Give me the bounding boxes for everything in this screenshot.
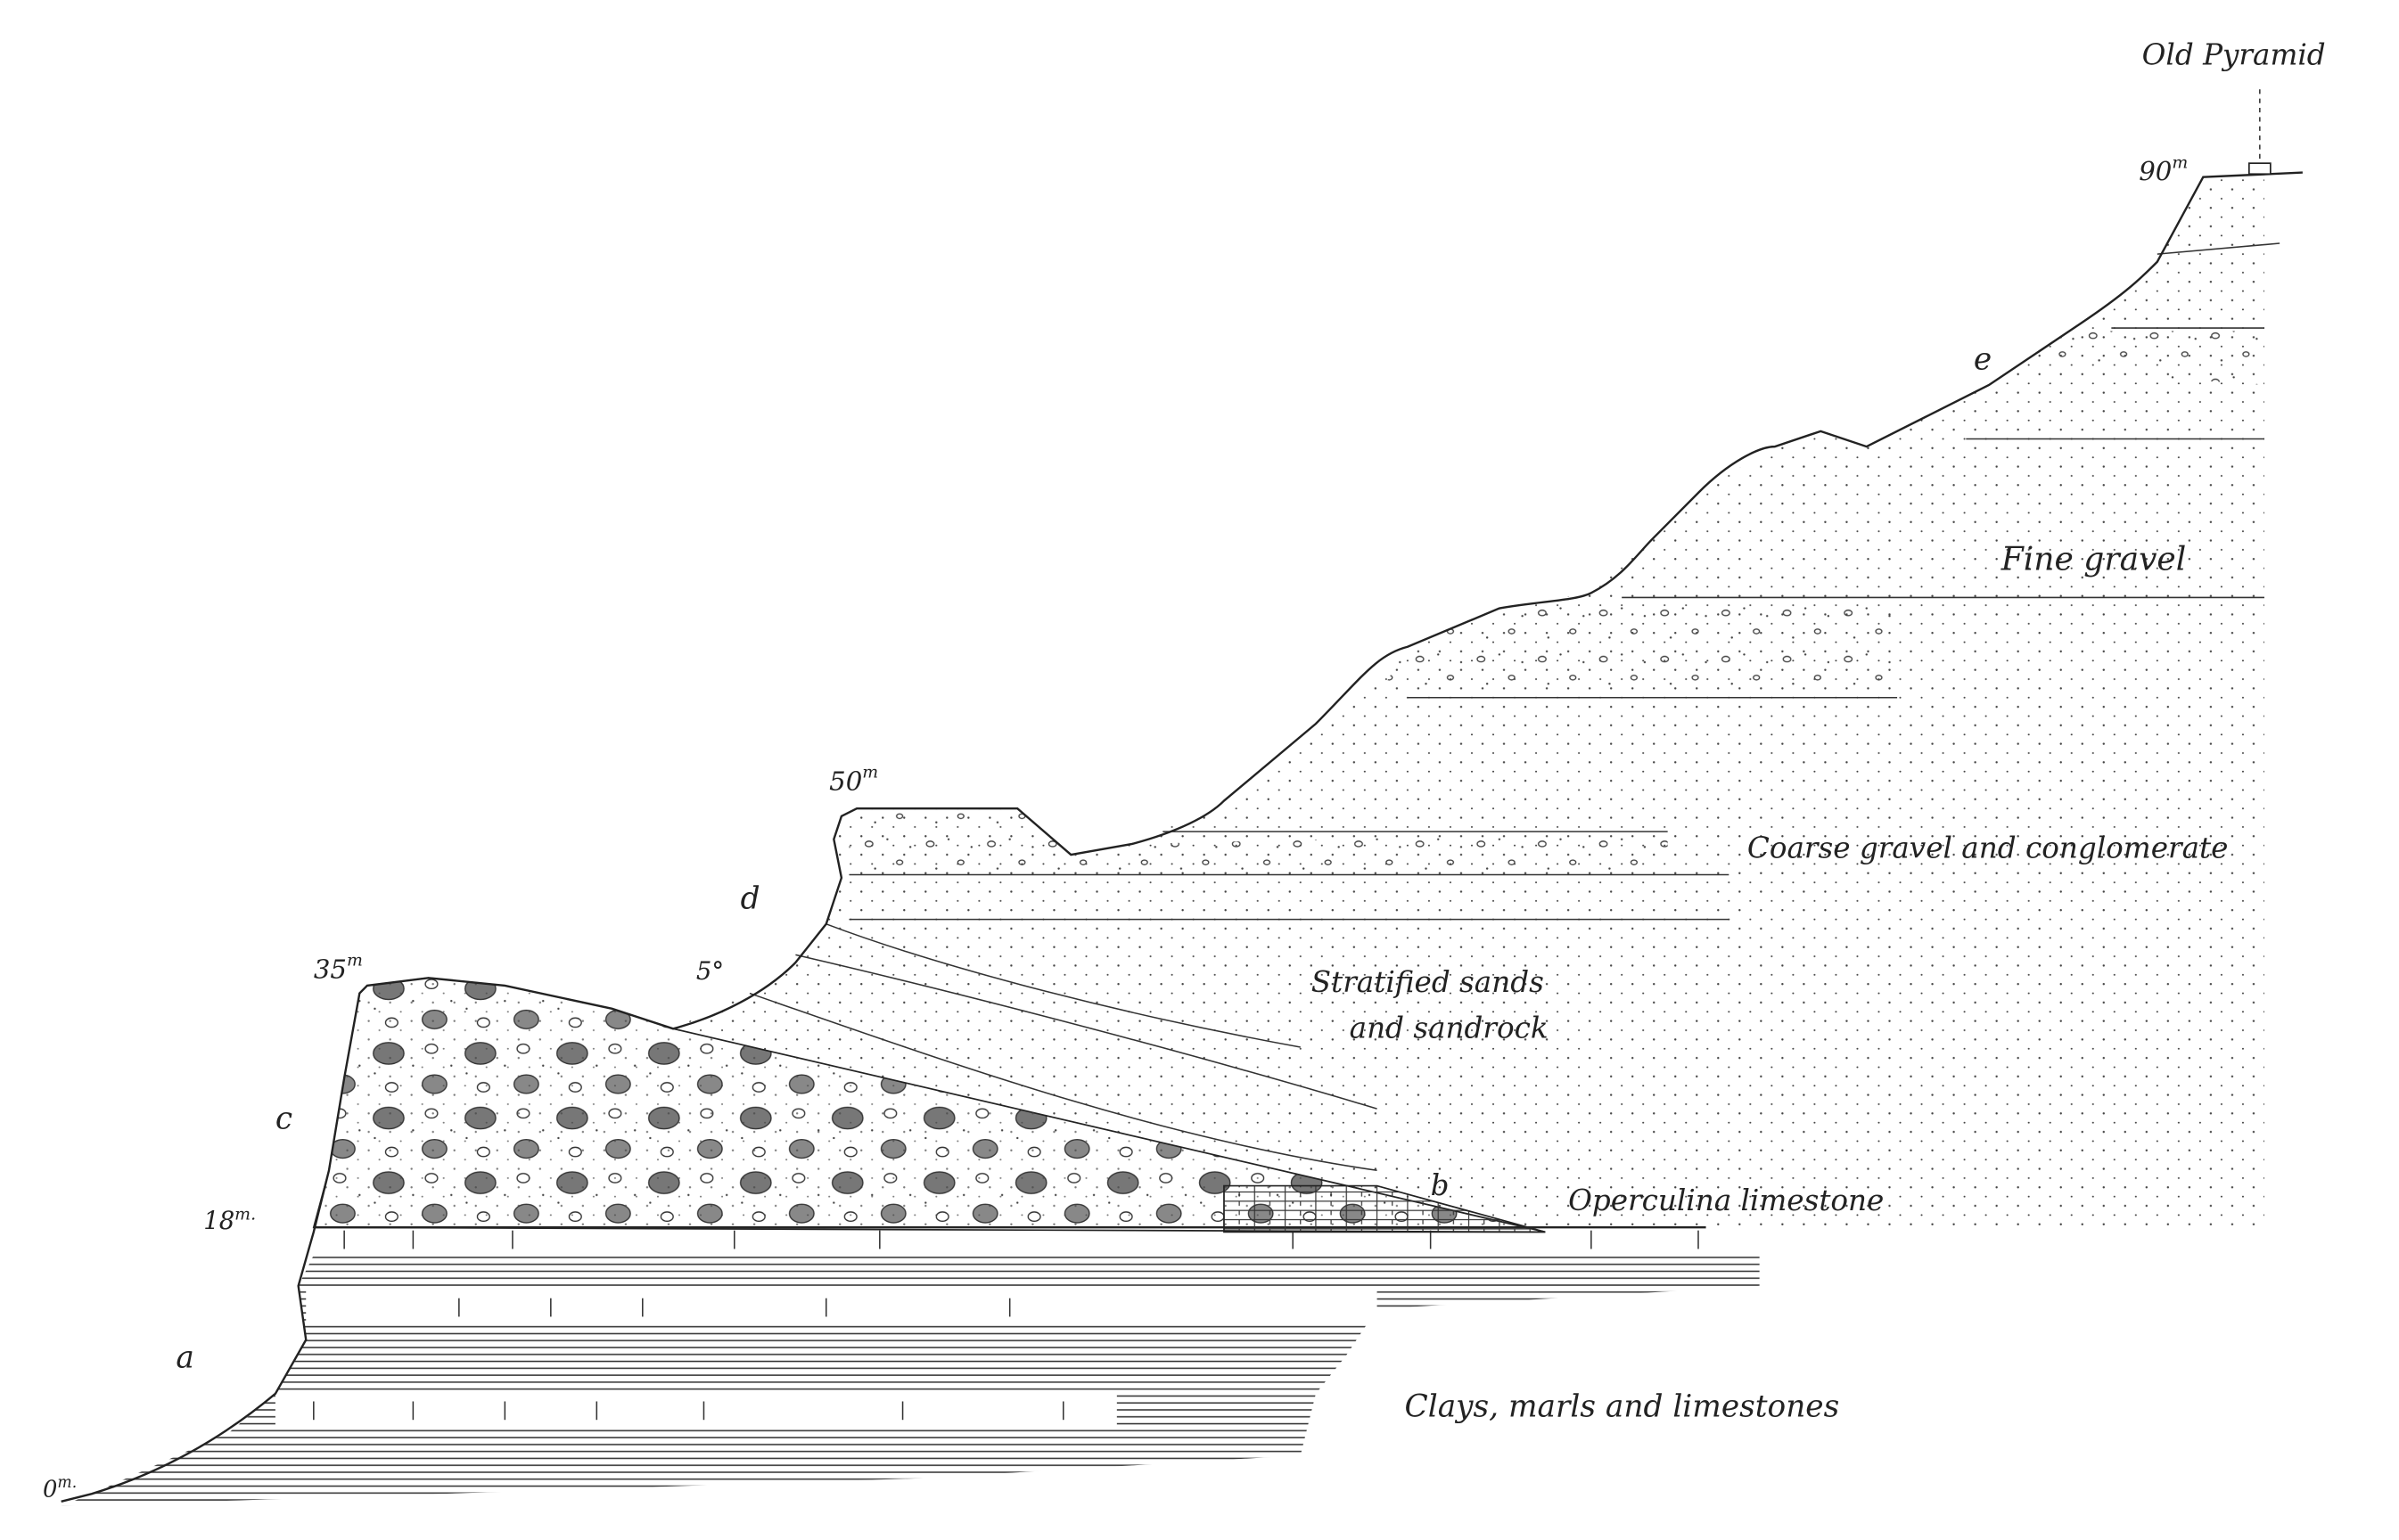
label-a: a	[176, 1339, 193, 1375]
upper-gravel	[2034, 331, 2264, 385]
label-18m: 18m.	[203, 1205, 256, 1235]
label-coarse-gravel: Coarse gravel and conglomerate	[1747, 831, 2229, 864]
label-stratified-sands-2: and sandrock	[1350, 1012, 1549, 1045]
strata-lines	[749, 242, 2280, 1172]
label-operculina: Operculina limestone	[1568, 1184, 1884, 1217]
operculina-limestone-block	[1223, 1184, 1546, 1233]
label-e: e	[1974, 342, 1992, 378]
pyramid-icon	[2247, 162, 2272, 176]
label-0m: 0m.	[43, 1474, 77, 1503]
coarse-gravel-layer	[1376, 593, 1898, 698]
limestone-ticks	[313, 1298, 1064, 1421]
sands-layer	[673, 172, 2264, 1233]
label-dip: 5°	[696, 957, 724, 986]
label-old-pyramid: Old Pyramid	[2142, 37, 2326, 71]
label-stratified-sands-1: Stratified sands	[1311, 965, 1544, 999]
coarse-gravel-lower	[849, 808, 1668, 875]
conglomerate-fill	[313, 978, 1546, 1233]
label-d: d	[741, 881, 760, 916]
label-90m: 90m	[2139, 152, 2188, 186]
label-50m: 50m	[829, 763, 878, 797]
label-fine-gravel: Fine gravel	[2001, 539, 2186, 578]
label-35m: 35m	[314, 950, 363, 984]
label-clays: Clays, marls and limestones	[1404, 1389, 1839, 1425]
label-c: c	[275, 1102, 292, 1137]
label-b: b	[1431, 1168, 1450, 1202]
ground-profile	[61, 171, 2303, 1503]
